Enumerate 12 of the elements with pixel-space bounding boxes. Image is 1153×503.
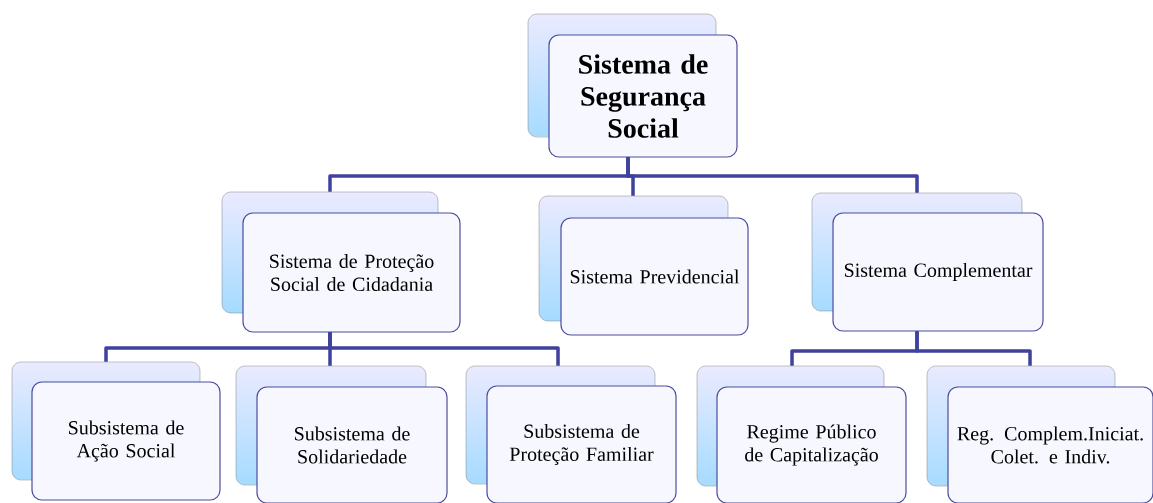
process-box: Regime Público de Capitalização (696, 365, 907, 503)
connector-line (626, 157, 919, 193)
process-box: Sistema de Proteção Social de Cidadania (221, 191, 461, 333)
process-box: Reg. Complem.Iniciat. Colet. e Indiv. (926, 365, 1153, 503)
process-box: Sistema de Segurança Social (527, 13, 738, 158)
connector-line (328, 332, 560, 366)
process-box: Subsistema de Solidariedade (235, 365, 448, 503)
process-box: Subsistema de Proteção Familiar (465, 365, 677, 503)
process-box: Sistema Complementar (811, 192, 1044, 332)
process-box: Sistema Previdencial (538, 195, 749, 336)
connector-line (915, 331, 1032, 366)
process-box: Subsistema de Ação Social (11, 361, 221, 501)
